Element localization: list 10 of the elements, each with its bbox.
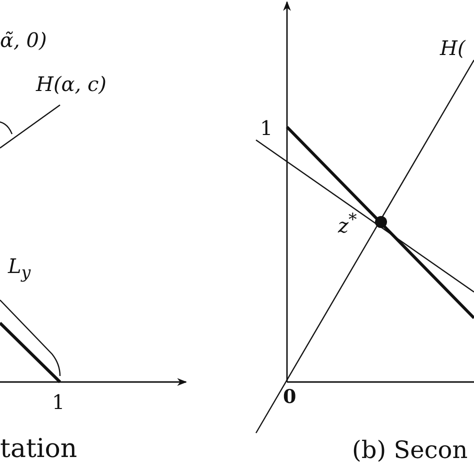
point-label: z$^{*}$ <box>338 212 357 236</box>
set-label: L$_{y}$ <box>8 256 31 282</box>
coordinate-label: α̃, 0) <box>0 30 47 50</box>
panel-caption: tation <box>0 436 78 462</box>
panel-caption: (b) Secon <box>352 438 468 462</box>
line-label: H( <box>440 38 466 58</box>
tick-label: 1 <box>52 392 65 412</box>
tick-label: 1 <box>260 118 273 138</box>
line-label: H(α, c) <box>36 74 106 94</box>
origin-label: 0 <box>283 388 296 407</box>
